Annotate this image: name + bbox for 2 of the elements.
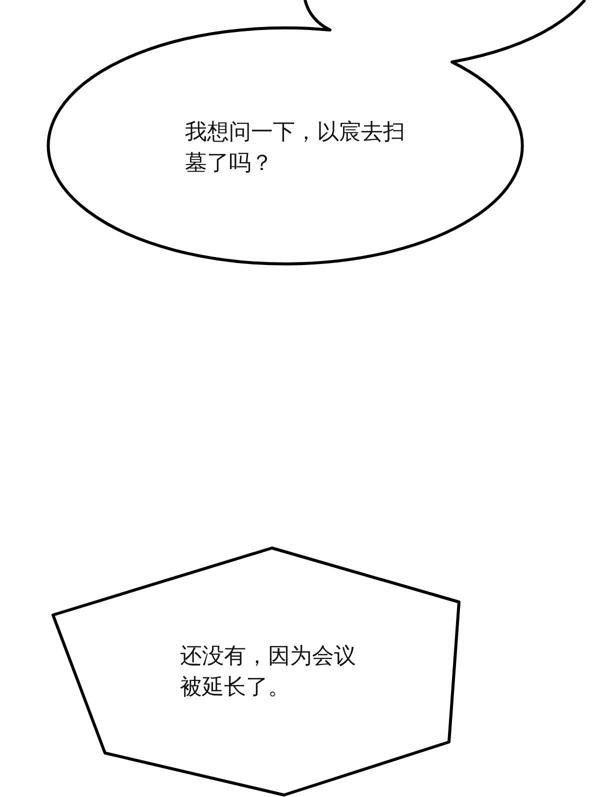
dialogue-text: 我想问一下，以宸去扫墓了吗？ bbox=[185, 119, 405, 178]
dialogue-text: 还没有，因为会议被延长了。 bbox=[180, 643, 357, 702]
